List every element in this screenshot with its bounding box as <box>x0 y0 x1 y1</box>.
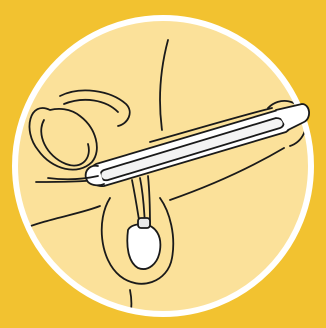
implant-pump <box>127 224 160 269</box>
implant-pump-valve <box>138 218 150 228</box>
